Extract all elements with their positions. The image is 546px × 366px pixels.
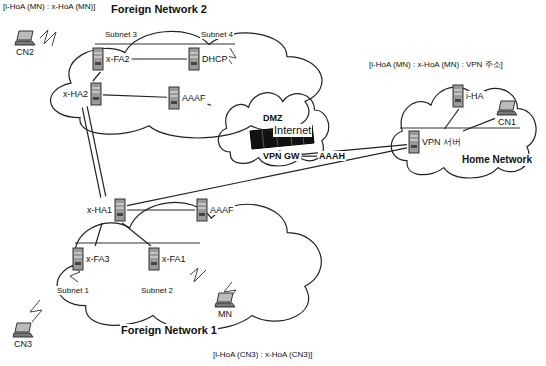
subnet-name: Subnet 3: [104, 30, 138, 39]
dhcp-server: DHCP: [188, 47, 229, 71]
node-label: Home Network: [461, 154, 533, 166]
foreign-agent: x-FA2: [92, 47, 131, 71]
node-label: x-HA1: [86, 205, 113, 215]
correspondent-node: CN3: [12, 322, 34, 349]
server-icon: [196, 198, 208, 222]
laptop-icon: [14, 30, 36, 46]
network-link: [127, 210, 195, 211]
laptop-icon: [12, 322, 34, 338]
network-link: [463, 118, 495, 131]
node-label: x-FA2: [105, 54, 131, 64]
node-label: Foreign Network 2: [110, 3, 208, 16]
network-link: [93, 72, 101, 81]
cloud-outline: [35, 16, 335, 138]
foreign-agent: x-FA3: [72, 247, 111, 271]
server-icon: [408, 130, 420, 154]
home-agent: i-HA: [452, 84, 485, 108]
subnet-name: Subnet 2: [140, 286, 174, 295]
network-cloud: Foreign Network 2x-FA2DHCPx-HA2AAAF: [35, 16, 335, 138]
network-link: [132, 59, 187, 60]
node-label: AAAH: [318, 151, 346, 161]
vpn-server: VPN 서버: [408, 130, 462, 154]
node-label: AAAF: [209, 205, 235, 215]
node-label: VPN GW: [262, 151, 301, 161]
laptop-icon: [496, 100, 518, 116]
laptop-icon: [214, 292, 236, 308]
home-agent: x-HA1: [86, 198, 126, 222]
subnet-name: Subnet 4: [200, 30, 234, 39]
node-label: CN2: [15, 47, 35, 57]
subnet-name: Subnet 1: [56, 286, 90, 295]
mobile-node: MN: [214, 292, 236, 319]
network-link: [95, 223, 102, 246]
node-label: CN3: [13, 339, 33, 349]
network-link: [208, 104, 211, 105]
foreign-agent: x-FA1: [148, 247, 187, 271]
node-label: CN1: [497, 117, 517, 127]
node-label: AAAF: [181, 93, 207, 103]
address-note: [i-HoA (MN) : x-HoA (MN)]: [2, 2, 96, 11]
server-icon: [188, 47, 200, 71]
server-icon: [452, 84, 464, 108]
node-label: Foreign Network 1: [120, 324, 218, 337]
server-icon: [90, 82, 102, 106]
node-label: x-FA3: [85, 254, 111, 264]
server-icon: [168, 86, 180, 110]
network-link: [103, 95, 167, 97]
node-label: x-FA1: [161, 254, 187, 264]
network-link: [127, 148, 407, 206]
server-icon: [72, 247, 84, 271]
zone-name: DMZ: [262, 113, 284, 123]
address-note: [i-HoA (MN) : x-HoA (MN) : VPN 주소]: [368, 60, 504, 69]
server-icon: [92, 47, 104, 71]
network-link: [82, 106, 106, 197]
correspondent-node: CN2: [14, 30, 36, 57]
correspondent-node: CN1: [496, 100, 518, 127]
node-label: VPN 서버: [421, 137, 462, 147]
node-label: DHCP: [201, 54, 229, 64]
network-link: [444, 109, 458, 129]
node-label: MN: [217, 309, 233, 319]
node-label: Internet: [273, 124, 312, 137]
aaa-server: AAAH: [318, 151, 346, 161]
node-label: x-HA2: [62, 89, 89, 99]
network-link: [302, 156, 317, 157]
node-label: i-HA: [465, 91, 485, 101]
aaa-server: AAAF: [168, 86, 207, 110]
network-cloud: Foreign Network 1x-HA1AAAFx-FA3x-FA1MN: [42, 184, 334, 330]
address-note: [i-HoA (CN3) : x-HoA (CN3)]: [212, 350, 314, 359]
home-agent: x-HA2: [62, 82, 102, 106]
vpn-gateway: VPN GW: [262, 151, 301, 161]
server-icon: [114, 198, 126, 222]
aaa-server: AAAF: [196, 198, 235, 222]
network-cloud: Home Network i-HA CN1VPN 서버: [383, 74, 543, 178]
server-icon: [148, 247, 160, 271]
